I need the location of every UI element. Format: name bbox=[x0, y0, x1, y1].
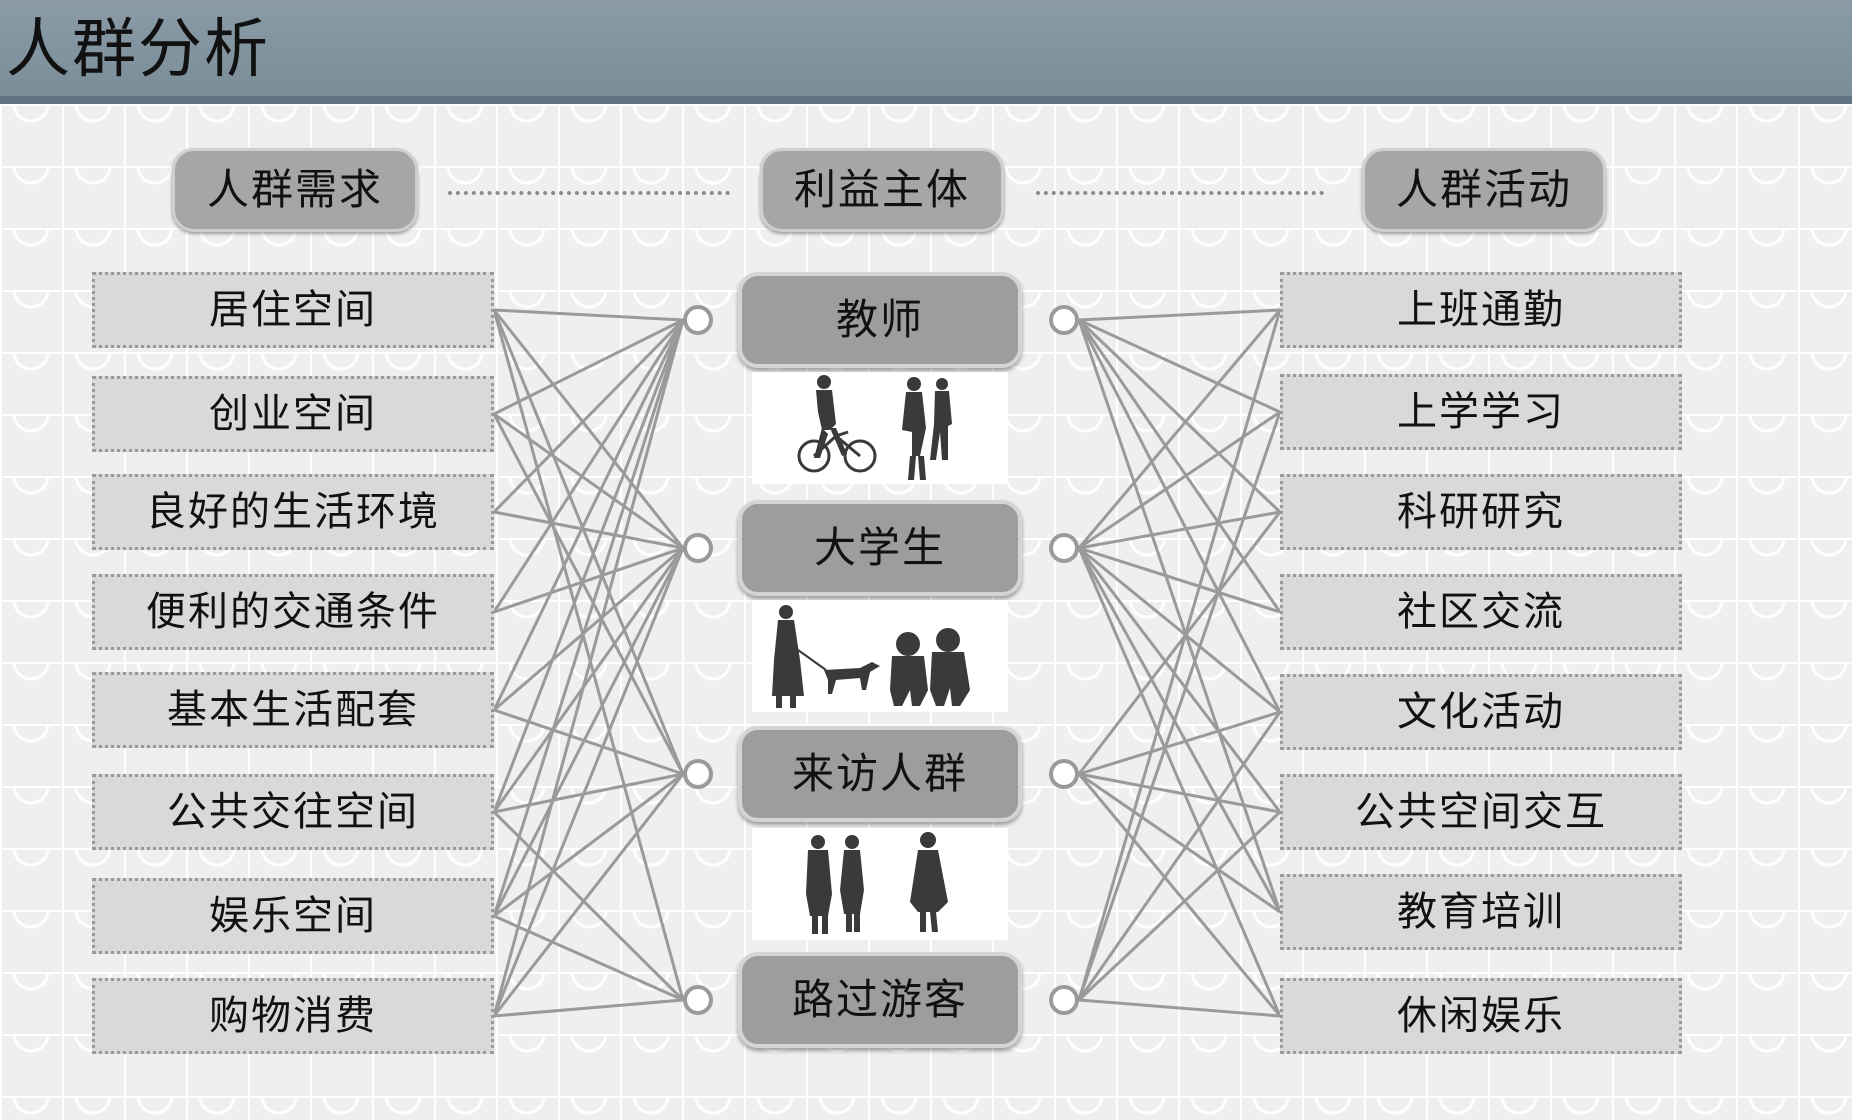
connection-line bbox=[493, 318, 684, 416]
need-item: 创业空间 bbox=[92, 376, 494, 452]
header-bar: 人群分析 bbox=[0, 0, 1852, 104]
people-illustration-3 bbox=[752, 828, 1008, 940]
people-illustration-2 bbox=[752, 600, 1008, 712]
node-right bbox=[1049, 533, 1079, 563]
connection-line bbox=[1077, 711, 1282, 1001]
need-item: 基本生活配套 bbox=[92, 672, 494, 748]
activity-item: 文化活动 bbox=[1280, 674, 1682, 750]
dotted-connector-right bbox=[1036, 191, 1324, 195]
connection-line bbox=[492, 319, 685, 711]
activity-item: 公共空间交互 bbox=[1280, 774, 1682, 850]
node-left bbox=[683, 305, 713, 335]
connection-line bbox=[1077, 319, 1282, 613]
connection-line bbox=[492, 309, 685, 1001]
connection-line bbox=[1077, 547, 1282, 913]
connection-line bbox=[492, 810, 685, 1002]
people-illustration-1 bbox=[752, 372, 1008, 484]
connection-line bbox=[1077, 773, 1282, 1017]
connection-line bbox=[1077, 319, 1282, 713]
connection-line bbox=[1077, 411, 1282, 1001]
connection-line bbox=[493, 412, 684, 550]
node-right bbox=[1049, 985, 1079, 1015]
connection-line bbox=[1078, 772, 1281, 914]
activity-item: 上学学习 bbox=[1280, 374, 1682, 450]
stakeholder-box: 教师 bbox=[738, 272, 1022, 368]
connection-line bbox=[492, 773, 685, 1017]
connection-line bbox=[1077, 511, 1282, 775]
heading-needs: 人群需求 bbox=[172, 148, 418, 232]
connection-line bbox=[1077, 319, 1282, 913]
connection-line bbox=[493, 998, 684, 1018]
connection-line bbox=[1078, 710, 1281, 776]
connection-line bbox=[1077, 309, 1282, 549]
connection-line bbox=[492, 547, 685, 1017]
connection-line bbox=[1078, 410, 1281, 550]
connection-line bbox=[492, 309, 685, 775]
node-left bbox=[683, 533, 713, 563]
connection-line bbox=[1078, 510, 1281, 550]
connection-line bbox=[1077, 318, 1282, 514]
connection-line bbox=[1078, 998, 1281, 1018]
connection-line bbox=[492, 309, 685, 549]
heading-activities: 人群活动 bbox=[1362, 148, 1606, 232]
connection-line bbox=[492, 319, 685, 917]
node-right bbox=[1049, 305, 1079, 335]
connection-line bbox=[492, 318, 685, 514]
need-item: 娱乐空间 bbox=[92, 878, 494, 954]
node-left bbox=[683, 985, 713, 1015]
stakeholder-box: 来访人群 bbox=[738, 726, 1022, 822]
need-item: 公共交往空间 bbox=[92, 774, 494, 850]
connection-line bbox=[493, 772, 684, 814]
connection-line bbox=[492, 547, 685, 917]
node-left bbox=[683, 759, 713, 789]
stakeholder-box: 大学生 bbox=[738, 500, 1022, 596]
connection-line bbox=[1077, 309, 1282, 1001]
connection-line bbox=[1077, 547, 1282, 1017]
connection-line bbox=[1077, 810, 1282, 1002]
connection-line bbox=[493, 772, 684, 918]
connection-line bbox=[493, 510, 684, 550]
connection-line bbox=[1078, 318, 1281, 414]
connection-line bbox=[492, 547, 685, 813]
dotted-connector-left bbox=[448, 191, 730, 195]
connection-line bbox=[1077, 547, 1282, 813]
activity-item: 社区交流 bbox=[1280, 574, 1682, 650]
connection-line bbox=[493, 708, 684, 776]
activity-item: 上班通勤 bbox=[1280, 272, 1682, 348]
stakeholder-box: 路过游客 bbox=[738, 952, 1022, 1048]
need-item: 良好的生活环境 bbox=[92, 474, 494, 550]
connection-line bbox=[493, 914, 684, 1002]
activity-item: 科研研究 bbox=[1280, 474, 1682, 550]
connection-line bbox=[1078, 546, 1281, 714]
connection-line bbox=[492, 319, 685, 1017]
connection-line bbox=[493, 546, 684, 712]
need-item: 便利的交通条件 bbox=[92, 574, 494, 650]
connection-line bbox=[492, 319, 685, 813]
connection-line bbox=[492, 319, 685, 613]
node-right bbox=[1049, 759, 1079, 789]
connection-line bbox=[492, 413, 685, 775]
activity-item: 休闲娱乐 bbox=[1280, 978, 1682, 1054]
connection-line bbox=[1078, 772, 1281, 814]
need-item: 居住空间 bbox=[92, 272, 494, 348]
connection-line bbox=[1078, 308, 1281, 322]
page-title: 人群分析 bbox=[6, 13, 270, 87]
heading-stakeholders: 利益主体 bbox=[760, 148, 1004, 232]
need-item: 购物消费 bbox=[92, 978, 494, 1054]
connection-line bbox=[1078, 546, 1281, 614]
connection-line bbox=[493, 546, 684, 614]
activity-item: 教育培训 bbox=[1280, 874, 1682, 950]
connection-line bbox=[493, 308, 684, 322]
